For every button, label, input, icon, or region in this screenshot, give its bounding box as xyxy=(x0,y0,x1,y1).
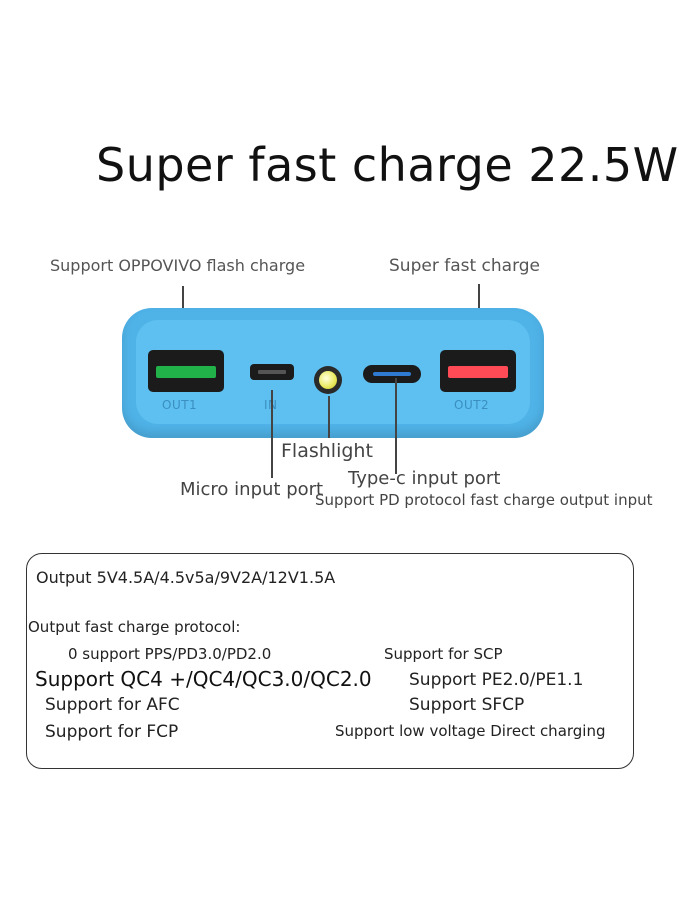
spec-pps: 0 support PPS/PD3.0/PD2.0 xyxy=(68,645,272,663)
spec-protocol-heading: Output fast charge protocol: xyxy=(28,618,241,636)
type-c-port xyxy=(363,365,421,383)
spec-direct-charging: Support low voltage Direct charging xyxy=(335,722,606,740)
specs-box xyxy=(26,553,634,769)
power-bank-device: OUT1 IN OUT2 xyxy=(122,308,544,438)
callout-pd-protocol: Support PD protocol fast charge output i… xyxy=(315,491,653,509)
port-label-out2: OUT2 xyxy=(454,398,490,412)
page-title: Super fast charge 22.5W xyxy=(96,138,679,192)
callout-typec-input: Type-c input port xyxy=(348,468,501,489)
spec-qc: Support QC4 +/QC4/QC3.0/QC2.0 xyxy=(35,667,372,691)
callout-flash-charge: Support OPPOVIVO flash charge xyxy=(50,256,306,275)
usb-tongue-red xyxy=(448,366,508,378)
spec-scp: Support for SCP xyxy=(384,645,503,663)
spec-pe: Support PE2.0/PE1.1 xyxy=(409,670,584,690)
callout-line-typec xyxy=(395,378,397,474)
usb-tongue-green xyxy=(156,366,216,378)
port-label-in: IN xyxy=(264,398,278,412)
spec-afc: Support for AFC xyxy=(45,695,180,715)
spec-fcp: Support for FCP xyxy=(45,722,179,742)
callout-super-fast-charge: Super fast charge xyxy=(389,256,541,276)
flashlight-led-icon xyxy=(314,366,342,394)
spec-output: Output 5V4.5A/4.5v5a/9V2A/12V1.5A xyxy=(36,568,336,587)
spec-sfcp: Support SFCP xyxy=(409,695,525,715)
callout-flashlight: Flashlight xyxy=(281,440,373,462)
usb-a-port-out1 xyxy=(148,350,224,392)
callout-micro-input: Micro input port xyxy=(180,479,324,500)
callout-line-flashlight xyxy=(328,396,330,438)
micro-usb-port xyxy=(250,364,294,380)
port-label-out1: OUT1 xyxy=(162,398,198,412)
callout-line-micro xyxy=(271,390,273,478)
usb-a-port-out2 xyxy=(440,350,516,392)
